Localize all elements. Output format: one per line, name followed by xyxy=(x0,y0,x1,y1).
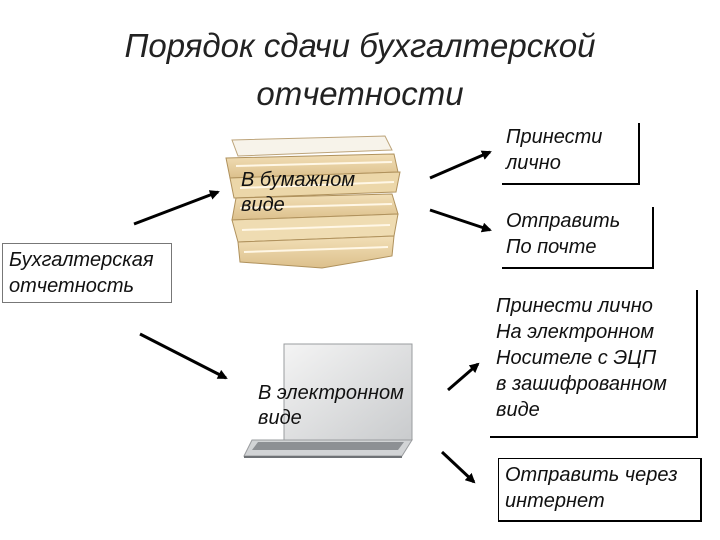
option-internet-line-2: интернет xyxy=(505,490,605,512)
option-media-line-2: На электронном xyxy=(496,321,655,343)
arrow-electronic-to-internet xyxy=(440,450,476,484)
arrow-paper-to-mail xyxy=(429,208,492,233)
option-bring-line-2: лично xyxy=(506,152,561,174)
option-media-line-5: виде xyxy=(496,399,540,421)
root-box: Бухгалтерская отчетность xyxy=(2,243,172,303)
paper-stack-icon xyxy=(225,135,401,269)
option-media-line-4: в зашифрованном xyxy=(496,373,667,395)
option-mail-line-1: Отправить xyxy=(506,210,621,232)
root-label-line-1: Бухгалтерская xyxy=(9,249,154,271)
electronic-label-line-2: виде xyxy=(258,407,302,429)
option-internet-line-1: Отправить через xyxy=(505,464,678,486)
electronic-label: В электронном виде xyxy=(258,381,404,431)
option-bring-media-signature: Принести лично На электронном Носителе с… xyxy=(490,290,698,438)
arrow-root-to-electronic xyxy=(139,332,228,380)
option-bring-in-person: Принести лично xyxy=(500,121,638,183)
option-media-line-1: Принести лично xyxy=(496,295,653,317)
option-mail-line-2: По почте xyxy=(506,236,597,258)
root-label-line-2: отчетность xyxy=(9,275,134,297)
title-line-2: отчетности xyxy=(256,75,464,112)
arrow-paper-to-bring xyxy=(429,150,492,180)
option-bring-line-1: Принести xyxy=(506,126,603,148)
arrow-electronic-to-media xyxy=(447,362,480,392)
electronic-label-line-1: В электронном xyxy=(258,382,404,404)
option-media-line-3: Носителе с ЭЦП xyxy=(496,347,657,369)
option-send-by-mail: Отправить По почте xyxy=(500,205,652,267)
paper-label: В бумажном виде xyxy=(241,168,355,218)
diagram-title: Порядок сдачи бухгалтерской отчетности xyxy=(60,22,660,118)
option-send-via-internet: Отправить через интернет xyxy=(498,458,702,522)
title-line-1: Порядок сдачи бухгалтерской xyxy=(124,27,596,64)
paper-label-line-2: виде xyxy=(241,194,285,216)
arrow-root-to-paper xyxy=(133,190,220,226)
laptop-icon xyxy=(243,343,413,458)
paper-label-line-1: В бумажном xyxy=(241,169,356,191)
